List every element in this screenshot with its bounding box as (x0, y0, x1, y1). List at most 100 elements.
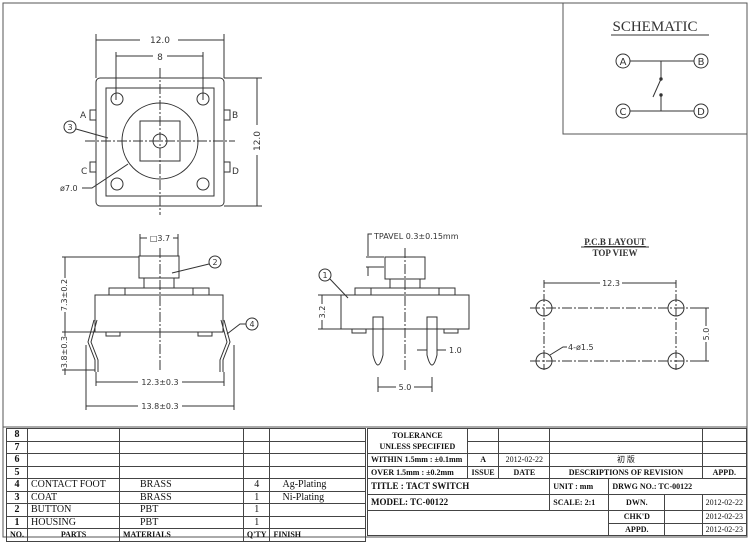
finish: Ag-Plating (269, 478, 366, 492)
pin-label-a: A (80, 111, 87, 121)
scale: SCALE: 2:1 (549, 494, 610, 511)
header-parts: PARTS (27, 528, 120, 542)
tolerance-over: OVER 1.5mm : ±0.2mm (367, 465, 468, 479)
approved-date: 2012-02-23 (701, 522, 748, 536)
description-label: DESCRIPTIONS OF REVISION (549, 465, 703, 479)
finish: Ni-Plating (269, 490, 366, 504)
header-qty: Q'TY (242, 528, 271, 542)
row-no: 1 (6, 515, 28, 529)
callout-1: 1 (322, 271, 327, 280)
finish (269, 503, 366, 517)
dim-leg-length: 3.8±0.3 (60, 336, 69, 368)
material (119, 428, 244, 442)
table-row: 7 (6, 440, 366, 454)
table-row: 6 (6, 453, 366, 467)
table-row: 8 (6, 428, 366, 442)
part-name: COAT (27, 490, 120, 504)
terminal-b: B (698, 57, 705, 68)
date-label: DATE (498, 465, 551, 479)
material (119, 440, 244, 454)
terminal-a: A (620, 57, 627, 68)
tolerance-sub: UNLESS SPECIFIED (379, 442, 456, 451)
row-no: 4 (6, 478, 28, 492)
row-no: 7 (6, 440, 28, 454)
finish (269, 515, 366, 529)
header-materials: MATERIALS (119, 528, 244, 542)
dim-pin-pitch: 5.0 (399, 383, 412, 392)
pin-label-d: D (232, 167, 239, 177)
issue-value: A (466, 453, 500, 467)
part-name (27, 453, 120, 467)
part-name: HOUSING (27, 515, 120, 529)
tolerance-within: WITHIN 1.5mm : ±0.1mm (367, 453, 468, 467)
callout-4: 4 (249, 320, 254, 329)
finish (269, 428, 366, 442)
row-no: 3 (6, 490, 28, 504)
front-view: TPAVEL 0.3±0.15mm 1 3.2 1.0 (316, 232, 470, 392)
finish (269, 440, 366, 454)
pcb-dim-y: 5.0 (702, 328, 711, 341)
row-no: 8 (6, 428, 28, 442)
part-name: CONTACT FOOT (27, 478, 120, 492)
pin-label-c: C (81, 167, 87, 177)
tolerance-title: TOLERANCE (392, 431, 443, 440)
revision-date: 2012-02-22 (498, 453, 551, 467)
dim-top-pitch: 8 (157, 53, 163, 63)
part-name (27, 465, 120, 479)
quantity (242, 428, 271, 442)
schematic-title: SCHEMATIC (612, 19, 697, 35)
travel-note: TPAVEL 0.3±0.15mm (373, 232, 459, 241)
quantity: 1 (242, 515, 271, 529)
material: BRASS (119, 490, 244, 504)
part-name (27, 440, 120, 454)
quantity: 1 (242, 490, 271, 504)
dim-button-size: □3.7 (150, 234, 170, 243)
terminal-d: D (697, 107, 705, 118)
finish (269, 465, 366, 479)
drawn-date: 2012-02-22 (701, 494, 748, 511)
terminal-c: C (620, 107, 627, 118)
material: PBT (119, 503, 244, 517)
material (119, 465, 244, 479)
dim-side-height: 7.3±0.2 (60, 279, 69, 311)
dim-diameter: ø7.0 (60, 184, 78, 193)
side-view: □3.7 2 4 7.3±0.2 3.8±0.3 (58, 232, 259, 411)
pin-label-b: B (232, 111, 238, 121)
part-name: BUTTON (27, 503, 120, 517)
appd-label: APPD. (701, 465, 748, 479)
table-row: 5 (6, 465, 366, 479)
row-no: 5 (6, 465, 28, 479)
unit: UNIT : mm (549, 478, 610, 495)
pcb-layout: P.C.B LAYOUT TOP VIEW 12.3 5.0 4-ø1.5 (530, 237, 712, 370)
callout-2: 2 (212, 258, 217, 267)
material (119, 453, 244, 467)
row-no: 6 (6, 453, 28, 467)
checked-label: CHK'D (608, 510, 666, 524)
tolerance-header: TOLERANCE UNLESS SPECIFIED (367, 428, 468, 454)
material: PBT (119, 515, 244, 529)
quantity (242, 440, 271, 454)
dim-outer-span: 13.8±0.3 (141, 402, 178, 411)
dim-top-height: 12.0 (253, 131, 263, 151)
top-view: 12.0 8 A B C D 3 ø7.0 (60, 34, 263, 215)
quantity (242, 453, 271, 467)
drawn-label: DWN. (608, 494, 666, 511)
pcb-dim-x: 12.3 (602, 279, 620, 288)
dim-body-height: 3.2 (318, 306, 327, 319)
model: MODEL: TC-00122 (366, 494, 551, 511)
pcb-subtitle: TOP VIEW (593, 248, 638, 258)
issue-label: ISSUE (466, 465, 500, 479)
title-block: TOLERANCE UNLESS SPECIFIED WITHIN 1.5mm :… (366, 428, 748, 536)
dim-top-width: 12.0 (150, 36, 170, 46)
part-name (27, 428, 120, 442)
pcb-title: P.C.B LAYOUT (584, 237, 646, 247)
row-no: 2 (6, 503, 28, 517)
header-no: NO. (6, 528, 28, 542)
